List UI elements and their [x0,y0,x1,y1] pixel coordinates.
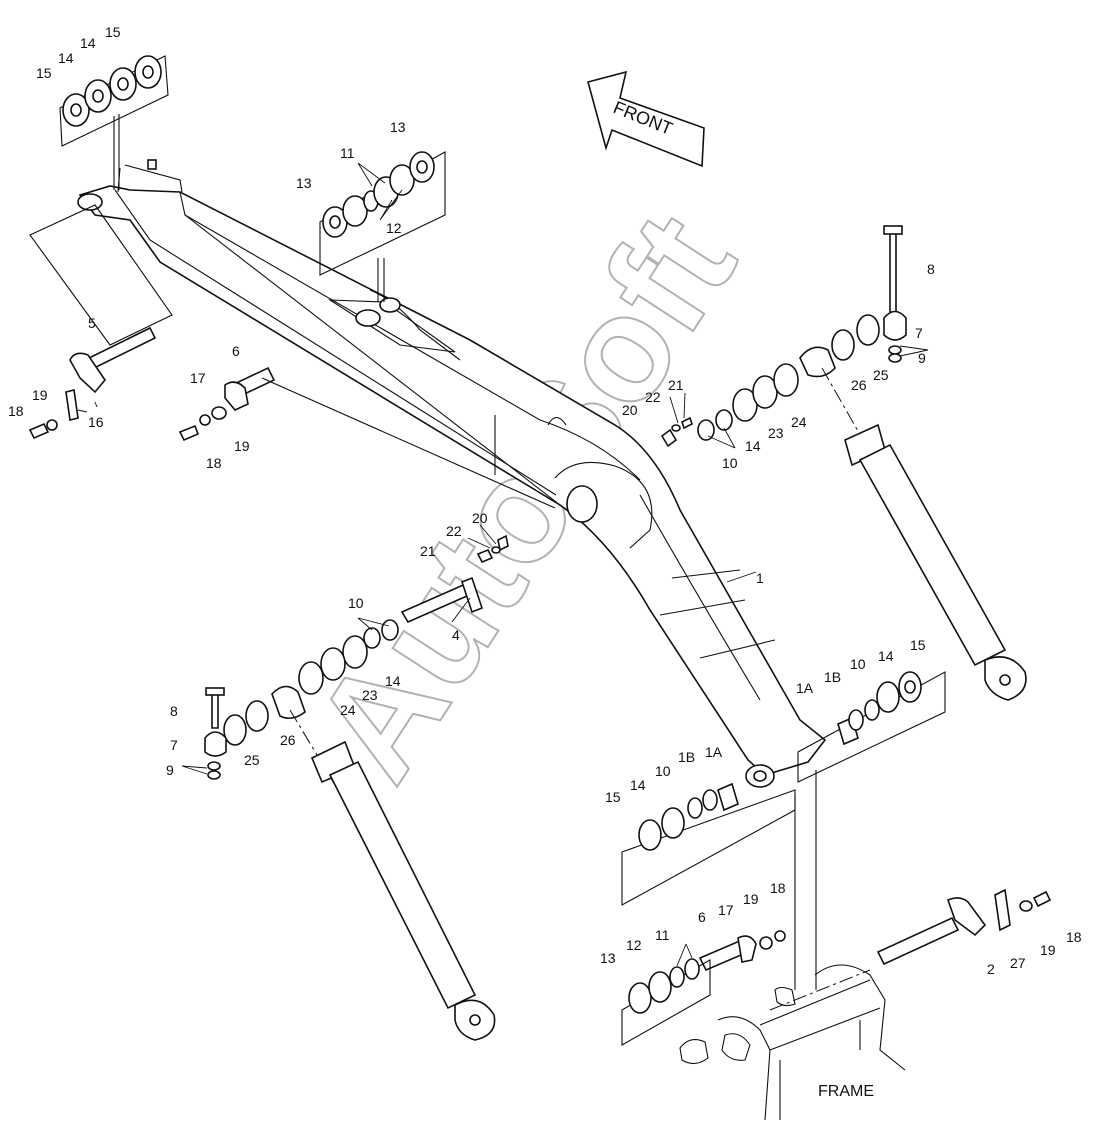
callout-22a: 22 [645,389,661,405]
pin-6-assembly-top [178,366,556,509]
callout-15b: 15 [105,24,121,40]
callout-14c: 14 [745,438,761,454]
callout-1Ba: 1B [824,669,841,685]
callout-6b: 6 [698,909,706,925]
callout-9a: 9 [918,350,926,366]
right-cylinder [799,225,1027,701]
callout-1Bb: 1B [678,749,695,765]
callout-18d: 18 [1066,929,1082,945]
callout-27: 27 [1010,955,1026,971]
washer-set-top-center [319,151,446,302]
callout-26b: 26 [280,732,296,748]
left-cylinder [204,685,496,1041]
pin-2-assembly [876,888,1052,966]
callout-8b: 8 [170,703,178,719]
frame [679,770,906,1121]
callout-1Ab: 1A [705,744,723,760]
boom [77,159,827,788]
callout-4: 4 [452,627,460,643]
callout-15d: 15 [605,789,621,805]
callout-25a: 25 [873,367,889,383]
washer-set-right-upper [660,363,799,448]
callout-18a: 18 [8,403,24,419]
callout-7b: 7 [170,737,178,753]
callout-14f: 14 [630,777,646,793]
callout-17a: 17 [190,370,206,386]
pin-5-assembly [28,204,173,440]
callout-1Aa: 1A [796,680,814,696]
callout-24a: 24 [791,414,807,430]
callout-21a: 21 [668,377,684,393]
callout-13c: 13 [600,950,616,966]
callout-19a: 19 [32,387,48,403]
callout-18c: 18 [770,880,786,896]
washer-set-right-lower [797,671,946,783]
pin-4-assembly [298,534,509,695]
callout-24b: 24 [340,702,356,718]
callout-11a: 11 [340,145,355,161]
callout-5: 5 [88,315,96,331]
callout-6a: 6 [232,343,240,359]
callout-16: 16 [88,414,104,430]
callout-22b: 22 [446,523,462,539]
callout-15a: 15 [36,65,52,81]
callout-10d: 10 [655,763,671,779]
callout-19d: 19 [1040,942,1056,958]
callout-17b: 17 [718,902,734,918]
callout-13a: 13 [390,119,406,135]
front-arrow: FRONT [587,70,705,168]
callout-21b: 21 [420,543,436,559]
callout-14d: 14 [385,673,401,689]
washer-set-top-left [59,55,169,190]
washer-set-center-lower [621,782,796,906]
callout-19b: 19 [234,438,250,454]
callout-25b: 25 [244,752,260,768]
callout-20b: 20 [472,510,488,526]
leader-lines [77,162,929,967]
callout-8a: 8 [927,261,935,277]
callout-23a: 23 [768,425,784,441]
washer-set-bottom [621,958,711,1046]
callout-12a: 12 [386,220,402,236]
callout-14a: 14 [58,50,74,66]
callout-2: 2 [987,961,995,977]
callout-14b: 14 [80,35,96,51]
callout-labels: 1514151413111312561719181619188792625212… [8,24,1082,977]
callout-19c: 19 [743,891,759,907]
callout-1: 1 [756,570,764,586]
callout-23b: 23 [362,687,378,703]
frame-label: FRAME [818,1083,874,1100]
callout-7a: 7 [915,325,923,341]
callout-10b: 10 [348,595,364,611]
callout-10c: 10 [850,656,866,672]
callout-26a: 26 [851,377,867,393]
callout-14e: 14 [878,648,894,664]
callout-15c: 15 [910,637,926,653]
callout-20a: 20 [622,402,638,418]
callout-11b: 11 [655,927,670,943]
callout-18b: 18 [206,455,222,471]
callout-13b: 13 [296,175,312,191]
callout-12b: 12 [626,937,642,953]
pin-6-assembly-bottom [698,930,786,972]
callout-10a: 10 [722,455,738,471]
callout-9b: 9 [166,762,174,778]
